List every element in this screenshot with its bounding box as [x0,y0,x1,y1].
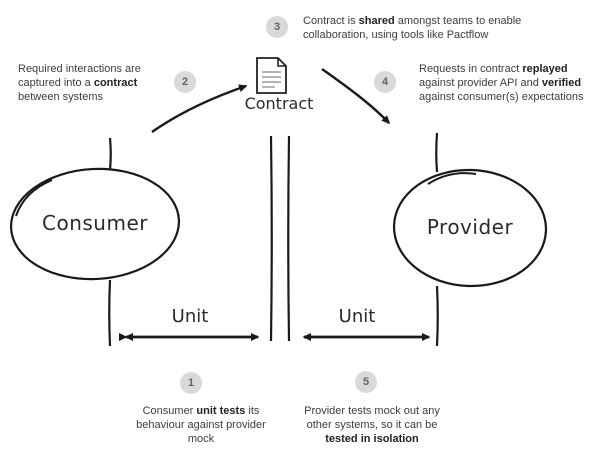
unit-label-right: Unit [338,306,376,327]
boundary-line-left [269,135,273,342]
annotation-text: Required interactions are captured into … [18,63,141,89]
annotation-text: Requests in contract [419,63,523,75]
contract-label: Contract [244,94,314,113]
provider-lifeline-top [435,132,439,173]
annotation-text: amongst teams to enable collaboration, u… [303,15,522,41]
boundary-line-right [287,135,291,342]
step-badge-1: 1 [180,372,202,394]
annotation-step2: Required interactions are captured into … [18,62,168,104]
annotation-step1: Consumer unit tests its behaviour agains… [136,404,266,446]
annotation-text-bold: contract [93,77,138,89]
annotation-text-bold: shared [358,15,395,27]
step-badge-2: 2 [174,71,196,93]
step-badge-4: 4 [374,71,396,93]
annotation-text-bold: replayed [522,63,568,75]
annotation-text: Provider tests mock out any other system… [304,405,440,431]
annotation-step4: Requests in contract replayed against pr… [419,62,597,104]
provider-lifeline-bottom [435,285,439,347]
document-icon [256,57,287,94]
annotation-text: Contract is [303,15,359,27]
annotation-text: Consumer [142,405,197,417]
annotation-step3: Contract is shared amongst teams to enab… [303,14,571,42]
consumer-lifeline-top [108,137,112,171]
annotation-text: between systems [18,91,103,103]
unit-label-left: Unit [171,306,209,327]
consumer-lifeline-bottom [108,279,112,347]
step-badge-5: 5 [355,371,377,393]
annotation-text-bold: verified [541,77,582,89]
arrow-contract-to-provider [321,68,391,125]
annotation-text: its behaviour against provider mock [136,405,266,445]
annotation-text: against provider API and [419,77,542,89]
consumer-label: Consumer [42,211,148,235]
annotation-text: against consumer(s) expectations [419,91,584,103]
annotation-text-bold: tested in isolation [325,433,419,445]
arrow-consumer-to-contract [151,84,248,133]
annotation-text-bold: unit tests [196,405,246,417]
provider-node-shape [392,168,548,288]
annotation-step5: Provider tests mock out any other system… [295,404,449,446]
provider-label: Provider [426,215,514,239]
consumer-node-shape [9,167,181,281]
step-badge-3: 3 [266,16,288,38]
